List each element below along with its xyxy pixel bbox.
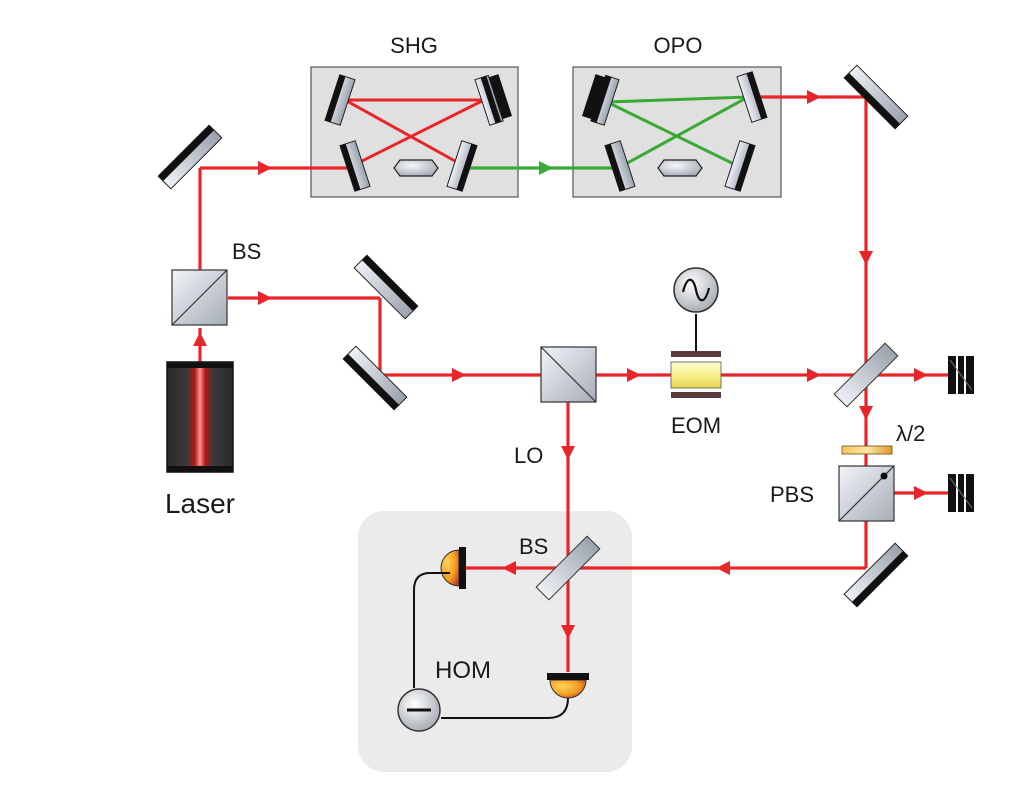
shg-cavity-beams xyxy=(344,98,485,168)
hom-label: HOM xyxy=(435,657,491,684)
beam-splitter-cube-top xyxy=(171,269,228,326)
photodetector-bottom xyxy=(547,673,589,699)
laser-source xyxy=(166,361,234,473)
shg-mirror-bottom-right xyxy=(446,140,478,192)
bs-top-label: BS xyxy=(232,239,261,264)
opo-mirror-bottom-left xyxy=(604,140,636,192)
opo-cavity-beams xyxy=(606,95,749,168)
opo-label: OPO xyxy=(654,33,703,58)
opo-mirror-top-right xyxy=(736,71,768,123)
beam-splitter-cube-lo xyxy=(540,346,597,403)
shg-mirror-top-right-pzt xyxy=(474,74,513,126)
half-wave-plate xyxy=(841,445,893,455)
opo-mirror-top-left-pzt xyxy=(581,74,620,126)
beam-dump-lower xyxy=(948,474,974,512)
shg-mirror-bottom-left xyxy=(339,140,371,192)
lo-label: LO xyxy=(514,443,543,468)
mirror-bs-arm-upper xyxy=(353,254,419,320)
beam-splitter-plate-right xyxy=(833,342,899,408)
hom-subtractor xyxy=(397,688,441,732)
opo-crystal xyxy=(657,159,703,177)
bs-bottom-label: BS xyxy=(519,534,548,559)
mirror-top-right xyxy=(843,64,909,130)
photodetector-left xyxy=(440,547,466,589)
mirror-top-left xyxy=(157,124,223,190)
beam-splitter-plate-hom xyxy=(535,535,601,601)
shg-mirror-top-left xyxy=(324,74,356,126)
dot-marker-icon xyxy=(880,472,888,480)
hom-wires xyxy=(413,572,569,719)
mirror-bs-arm-lower xyxy=(342,345,408,411)
opo-mirror-bottom-right xyxy=(724,140,756,192)
shg-crystal xyxy=(393,159,439,177)
sine-wave-icon xyxy=(673,267,719,313)
beam-dump-upper xyxy=(948,356,974,394)
shg-label: SHG xyxy=(390,33,438,58)
pbs-label: PBS xyxy=(770,482,814,507)
laser-label: Laser xyxy=(165,488,235,519)
half-wave-label: λ/2 xyxy=(896,421,925,446)
polarizing-beam-splitter xyxy=(838,465,895,522)
mirror-bottom-right xyxy=(843,542,909,608)
eom-label: EOM xyxy=(671,413,721,438)
beam-direction-arrows xyxy=(193,90,928,639)
green-beam-arrow xyxy=(539,161,553,175)
eom-modulator xyxy=(670,314,722,398)
